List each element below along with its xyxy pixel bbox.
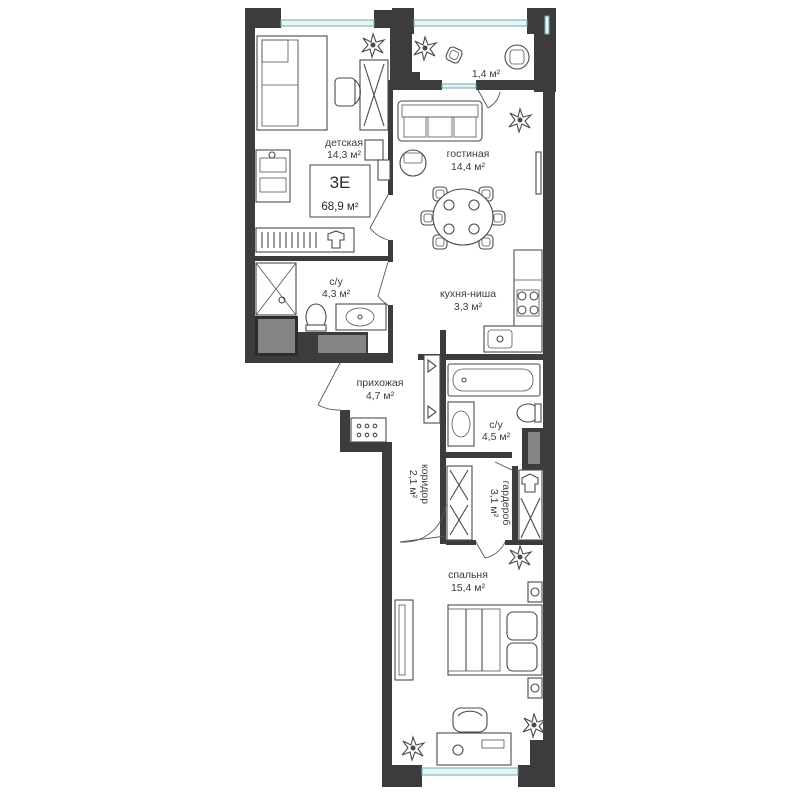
- kids-chest: [255, 149, 291, 203]
- living-room-name: гостиная: [447, 148, 490, 160]
- bath2-area: 4,5 м²: [482, 431, 511, 443]
- hall-name: прихожая: [357, 377, 404, 389]
- kids-bed: [256, 35, 328, 131]
- bed: [447, 581, 543, 699]
- living-room-area: 14,4 м²: [451, 161, 486, 173]
- plant-icon: [361, 33, 385, 58]
- dining-table: [420, 186, 506, 250]
- apartment-total-area: 68,9 м²: [321, 201, 358, 213]
- plant-icon: [508, 108, 532, 133]
- type-label-box: 3Е 68,9 м²: [309, 164, 371, 218]
- kids-shelf: [364, 139, 391, 181]
- wardrobe-closet: [518, 469, 543, 541]
- balcony-furniture: [413, 36, 530, 70]
- kitchen-name: кухня-ниша: [440, 288, 496, 300]
- kitchen-area: 3,3 м²: [454, 301, 483, 313]
- plant-icon: [401, 736, 425, 761]
- bedroom-area: 15,4 м²: [451, 582, 486, 594]
- kids-room-name: детская: [325, 137, 363, 149]
- tv-panel: [535, 151, 542, 195]
- corridor-closet: [446, 465, 473, 541]
- wardrobe-name: гардероб: [500, 481, 512, 526]
- shoe-rack: [350, 417, 387, 443]
- room-labels: детская 14,3 м² 1,4 м² гостиная 14,4 м² …: [322, 68, 512, 594]
- sofa: [397, 100, 483, 142]
- plant-icon: [508, 545, 532, 570]
- bedroom-desk: [401, 707, 546, 766]
- tv-stand: [394, 599, 414, 681]
- corridor-area: 2,1 м²: [407, 470, 419, 499]
- wardrobe-area: 3,1 м²: [488, 489, 500, 518]
- bath1-name: с/у: [329, 276, 343, 288]
- kids-room-area: 14,3 м²: [327, 149, 362, 161]
- bedroom-name: спальня: [448, 569, 488, 581]
- doors: [317, 87, 513, 559]
- plant-icon: [522, 713, 546, 738]
- plant-icon: [413, 36, 437, 61]
- hall-area: 4,7 м²: [366, 390, 395, 402]
- apartment-type-label: 3Е: [330, 173, 351, 192]
- balcony-area: 1,4 м²: [472, 68, 501, 80]
- bath2-name: с/у: [489, 419, 503, 431]
- hall-wardrobe: [423, 354, 441, 424]
- bath1-area: 4,3 м²: [322, 288, 351, 300]
- corridor-name: коридор: [419, 464, 431, 504]
- kitchen-unit: [483, 249, 543, 353]
- bath1-fixtures: [255, 262, 387, 332]
- windows: [280, 15, 550, 776]
- kids-desk: [334, 59, 389, 131]
- walls: [245, 8, 556, 787]
- bath2-fixtures: [447, 363, 542, 447]
- armchair: [399, 149, 427, 177]
- kids-wardrobe: [255, 227, 355, 253]
